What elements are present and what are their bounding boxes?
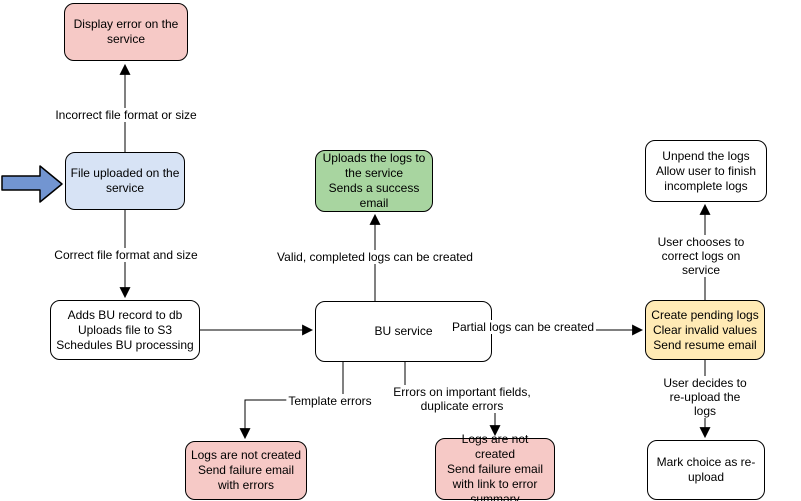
node-failure-email-errors: Logs are not created Send failure email … — [185, 441, 307, 500]
edge-label-partial-logs: Partial logs can be created — [449, 320, 597, 334]
edge-label-incorrect-format: Incorrect file format or size — [53, 108, 199, 122]
node-create-pending-logs-label: Create pending logs Clear invalid values… — [651, 307, 759, 352]
node-adds-bu-record-label: Adds BU record to db Uploads file to S3 … — [56, 307, 194, 352]
node-file-uploaded-label: File uploaded on the service — [70, 166, 180, 195]
node-uploads-logs-success-label: Uploads the logs to the service Sends a … — [322, 151, 426, 210]
node-file-uploaded: File uploaded on the service — [65, 152, 185, 210]
edge-label-template-errors: Template errors — [286, 394, 374, 408]
node-create-pending-logs: Create pending logs Clear invalid values… — [645, 300, 765, 360]
node-unpend-logs: Unpend the logs Allow user to finish inc… — [645, 140, 767, 202]
node-failure-email-summary: Logs are not created Send failure email … — [435, 432, 555, 501]
node-display-error-label: Display error on the service — [73, 17, 179, 46]
node-display-error: Display error on the service — [64, 3, 188, 61]
node-uploads-logs-success: Uploads the logs to the service Sends a … — [315, 150, 433, 212]
node-failure-email-errors-label: Logs are not created Send failure email … — [190, 448, 302, 492]
entry-arrow-icon — [1, 165, 63, 203]
edge-label-user-chooses: User chooses to correct logs on service — [651, 235, 751, 277]
node-unpend-logs-label: Unpend the logs Allow user to finish inc… — [655, 148, 757, 193]
edge-label-correct-format: Correct file format and size — [52, 248, 200, 262]
edge-label-field-errors: Errors on important fields, duplicate er… — [391, 385, 533, 413]
node-mark-reupload: Mark choice as re- upload — [647, 440, 765, 500]
node-adds-bu-record: Adds BU record to db Uploads file to S3 … — [50, 300, 200, 360]
edge-label-valid-logs: Valid, completed logs can be created — [275, 250, 475, 264]
node-failure-email-summary-label: Logs are not created Send failure email … — [446, 431, 544, 501]
edge-label-user-reupload: User decides to re-upload the logs — [657, 376, 753, 418]
node-bu-service-label: BU service — [374, 324, 433, 338]
node-mark-reupload-label: Mark choice as re- upload — [656, 455, 756, 484]
